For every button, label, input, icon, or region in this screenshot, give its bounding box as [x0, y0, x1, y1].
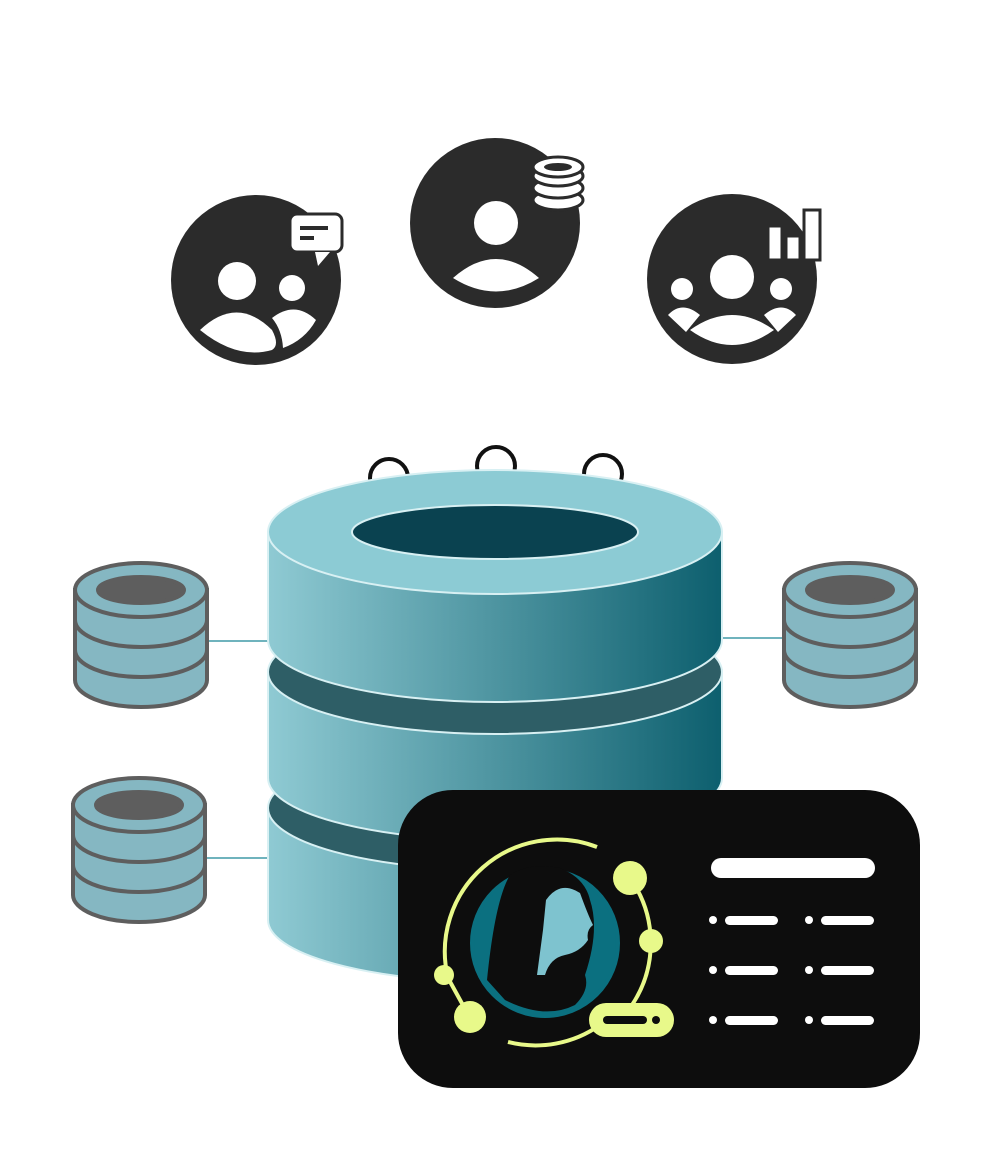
database-icon-right [782, 561, 918, 709]
database-icon-left-top [73, 561, 209, 709]
database-icon-left-bottom [71, 776, 207, 924]
info-lines [709, 858, 875, 1025]
user-database-avatar-icon [410, 138, 585, 308]
group-chat-avatar-icon [171, 195, 344, 365]
profile-card [398, 790, 920, 1088]
connector-lines [205, 637, 785, 859]
team-analytics-avatar-icon [647, 194, 822, 364]
portrait-icon [470, 866, 620, 1018]
